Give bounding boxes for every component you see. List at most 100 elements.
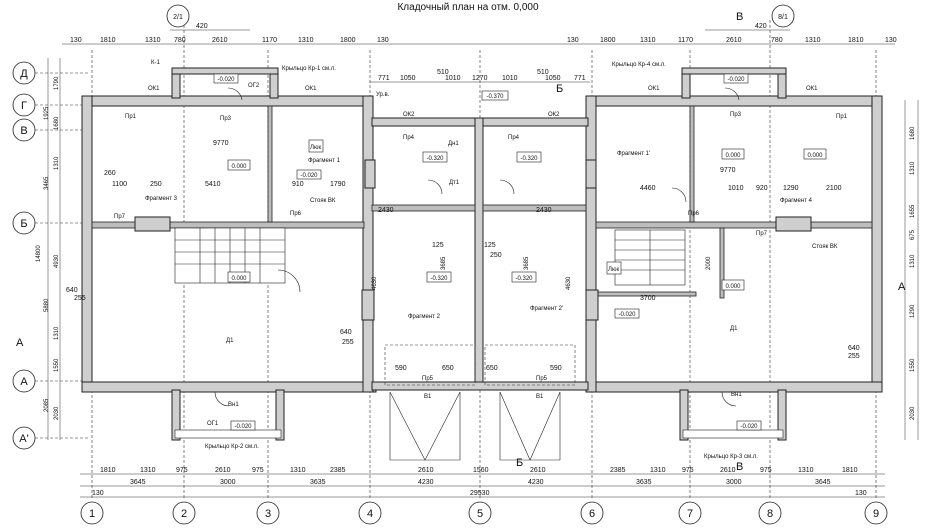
axis-2: 2 (172, 501, 196, 525)
axis-9: 9 (864, 501, 888, 525)
section-mark: В (736, 461, 743, 473)
axis-G: Г (12, 93, 36, 117)
dim-top: 1310 (298, 37, 314, 44)
svg-text:-0.020: -0.020 (727, 77, 745, 83)
svg-text:1810: 1810 (842, 467, 858, 474)
svg-text:Пр5: Пр5 (536, 376, 548, 382)
dim-left: 14800 (36, 245, 42, 262)
fragment-2-label: Фрагмент 2 (408, 314, 441, 320)
svg-text:А': А' (19, 433, 28, 445)
axis-6: 6 (580, 501, 604, 525)
svg-text:255: 255 (342, 339, 354, 346)
walls (81, 67, 883, 441)
fragment-2b-label: Фрагмент 2' (530, 306, 563, 312)
dim-mid: 510 (437, 69, 449, 76)
svg-text:1310: 1310 (798, 467, 814, 474)
dim-left: 1790 (54, 76, 60, 90)
svg-text:-0.020: -0.020 (740, 424, 758, 430)
svg-text:260: 260 (104, 170, 116, 177)
dim-top: 1170 (262, 37, 277, 44)
dim-top: 1800 (600, 37, 616, 44)
dim-mid: 510 (537, 69, 549, 76)
dim-top: 780 (771, 37, 783, 44)
axis-7: 7 (678, 501, 702, 525)
dim-left: 2085 (44, 398, 50, 412)
bottom-dimensions: 1810 1310 975 2610 975 1310 2385 2610 15… (80, 467, 885, 498)
svg-text:2000: 2000 (706, 256, 712, 270)
axis-markers-top: 2/1 8/1 (166, 4, 795, 28)
section-mark: Б (556, 83, 563, 95)
axis-2-1: 2/1 (166, 4, 190, 28)
svg-text:Пр1: Пр1 (125, 114, 137, 120)
axis-A-prime: А' (12, 426, 36, 450)
dim-top: 130 (885, 37, 897, 44)
axis-4: 4 (358, 501, 382, 525)
svg-text:5: 5 (477, 508, 483, 520)
axis-3: 3 (256, 501, 280, 525)
svg-text:1810: 1810 (100, 467, 116, 474)
room-labels: ОК1 ОК1 ОК2 ОК2 ОК1 ОК1 Пр1 Пр3 Пр4 Пр4 … (114, 60, 848, 427)
porch-label: Крыльцо Кр-2 см.л. (205, 444, 259, 450)
dim-top: 1810 (100, 37, 116, 44)
svg-text:2610: 2610 (418, 467, 434, 474)
dim-top: 130 (567, 37, 579, 44)
svg-text:130: 130 (92, 490, 104, 497)
svg-text:3635: 3635 (310, 479, 326, 486)
svg-text:640: 640 (340, 329, 352, 336)
axis-B: Б (12, 211, 36, 235)
vent-blocks (134, 159, 812, 321)
svg-text:250: 250 (490, 252, 502, 259)
dim-top: 420 (196, 23, 208, 30)
svg-text:-0.020: -0.020 (300, 173, 318, 179)
svg-text:Дт1: Дт1 (449, 180, 460, 186)
dim-top: 1310 (145, 37, 161, 44)
svg-text:1310: 1310 (290, 467, 306, 474)
svg-text:Г: Г (21, 100, 27, 112)
porch-label: Крыльцо Кр-4 см.л. (612, 62, 666, 68)
svg-text:2430: 2430 (536, 207, 552, 214)
dim-left: 5880 (44, 298, 50, 312)
hatch-icon (308, 139, 324, 153)
dim-left: 3465 (44, 176, 50, 190)
svg-text:975: 975 (682, 467, 694, 474)
svg-text:9770: 9770 (720, 167, 736, 174)
svg-text:1290: 1290 (783, 185, 799, 192)
svg-text:3: 3 (265, 508, 271, 520)
riser-label: Стояк ВК (310, 198, 336, 204)
svg-text:-0.320: -0.320 (426, 156, 444, 162)
svg-text:9770: 9770 (213, 140, 229, 147)
hatch-icon (606, 261, 622, 275)
dim-left: 1925 (44, 106, 50, 120)
svg-text:0.000: 0.000 (725, 153, 741, 159)
svg-text:590: 590 (550, 365, 562, 372)
svg-text:Пр6: Пр6 (290, 211, 302, 217)
axis-5: 5 (468, 501, 492, 525)
svg-text:-0.320: -0.320 (515, 276, 533, 282)
svg-text:В1: В1 (424, 394, 432, 400)
svg-text:125: 125 (484, 242, 496, 249)
svg-text:ОК1: ОК1 (148, 86, 160, 92)
svg-text:2610: 2610 (215, 467, 231, 474)
dim-top: 2610 (726, 37, 742, 44)
axis-markers-left: Д Г В Б А А' (12, 61, 36, 450)
svg-text:1310: 1310 (140, 467, 156, 474)
svg-text:130: 130 (855, 490, 867, 497)
dim-right: 1290 (910, 304, 916, 318)
svg-text:975: 975 (252, 467, 264, 474)
axis-1: 1 (80, 501, 104, 525)
svg-text:7: 7 (687, 508, 693, 520)
axis-A: А (12, 369, 36, 393)
dim-mid: 1050 (400, 75, 416, 82)
svg-text:Ур.в.: Ур.в. (376, 92, 390, 98)
svg-text:А: А (20, 376, 28, 388)
dim-top: 1800 (340, 37, 356, 44)
dim-mid: 771 (378, 75, 390, 82)
dim-mid: 1050 (545, 75, 561, 82)
hatch-label: Люк (608, 267, 619, 273)
fragment-1-label: Фрагмент 1 (308, 158, 341, 164)
svg-text:4460: 4460 (640, 185, 656, 192)
svg-text:0.000: 0.000 (725, 284, 741, 290)
dim-right: 675 (910, 229, 916, 240)
annotation-labels: Фрагмент 1 Фрагмент 1' Фрагмент 2 Фрагме… (66, 62, 860, 460)
